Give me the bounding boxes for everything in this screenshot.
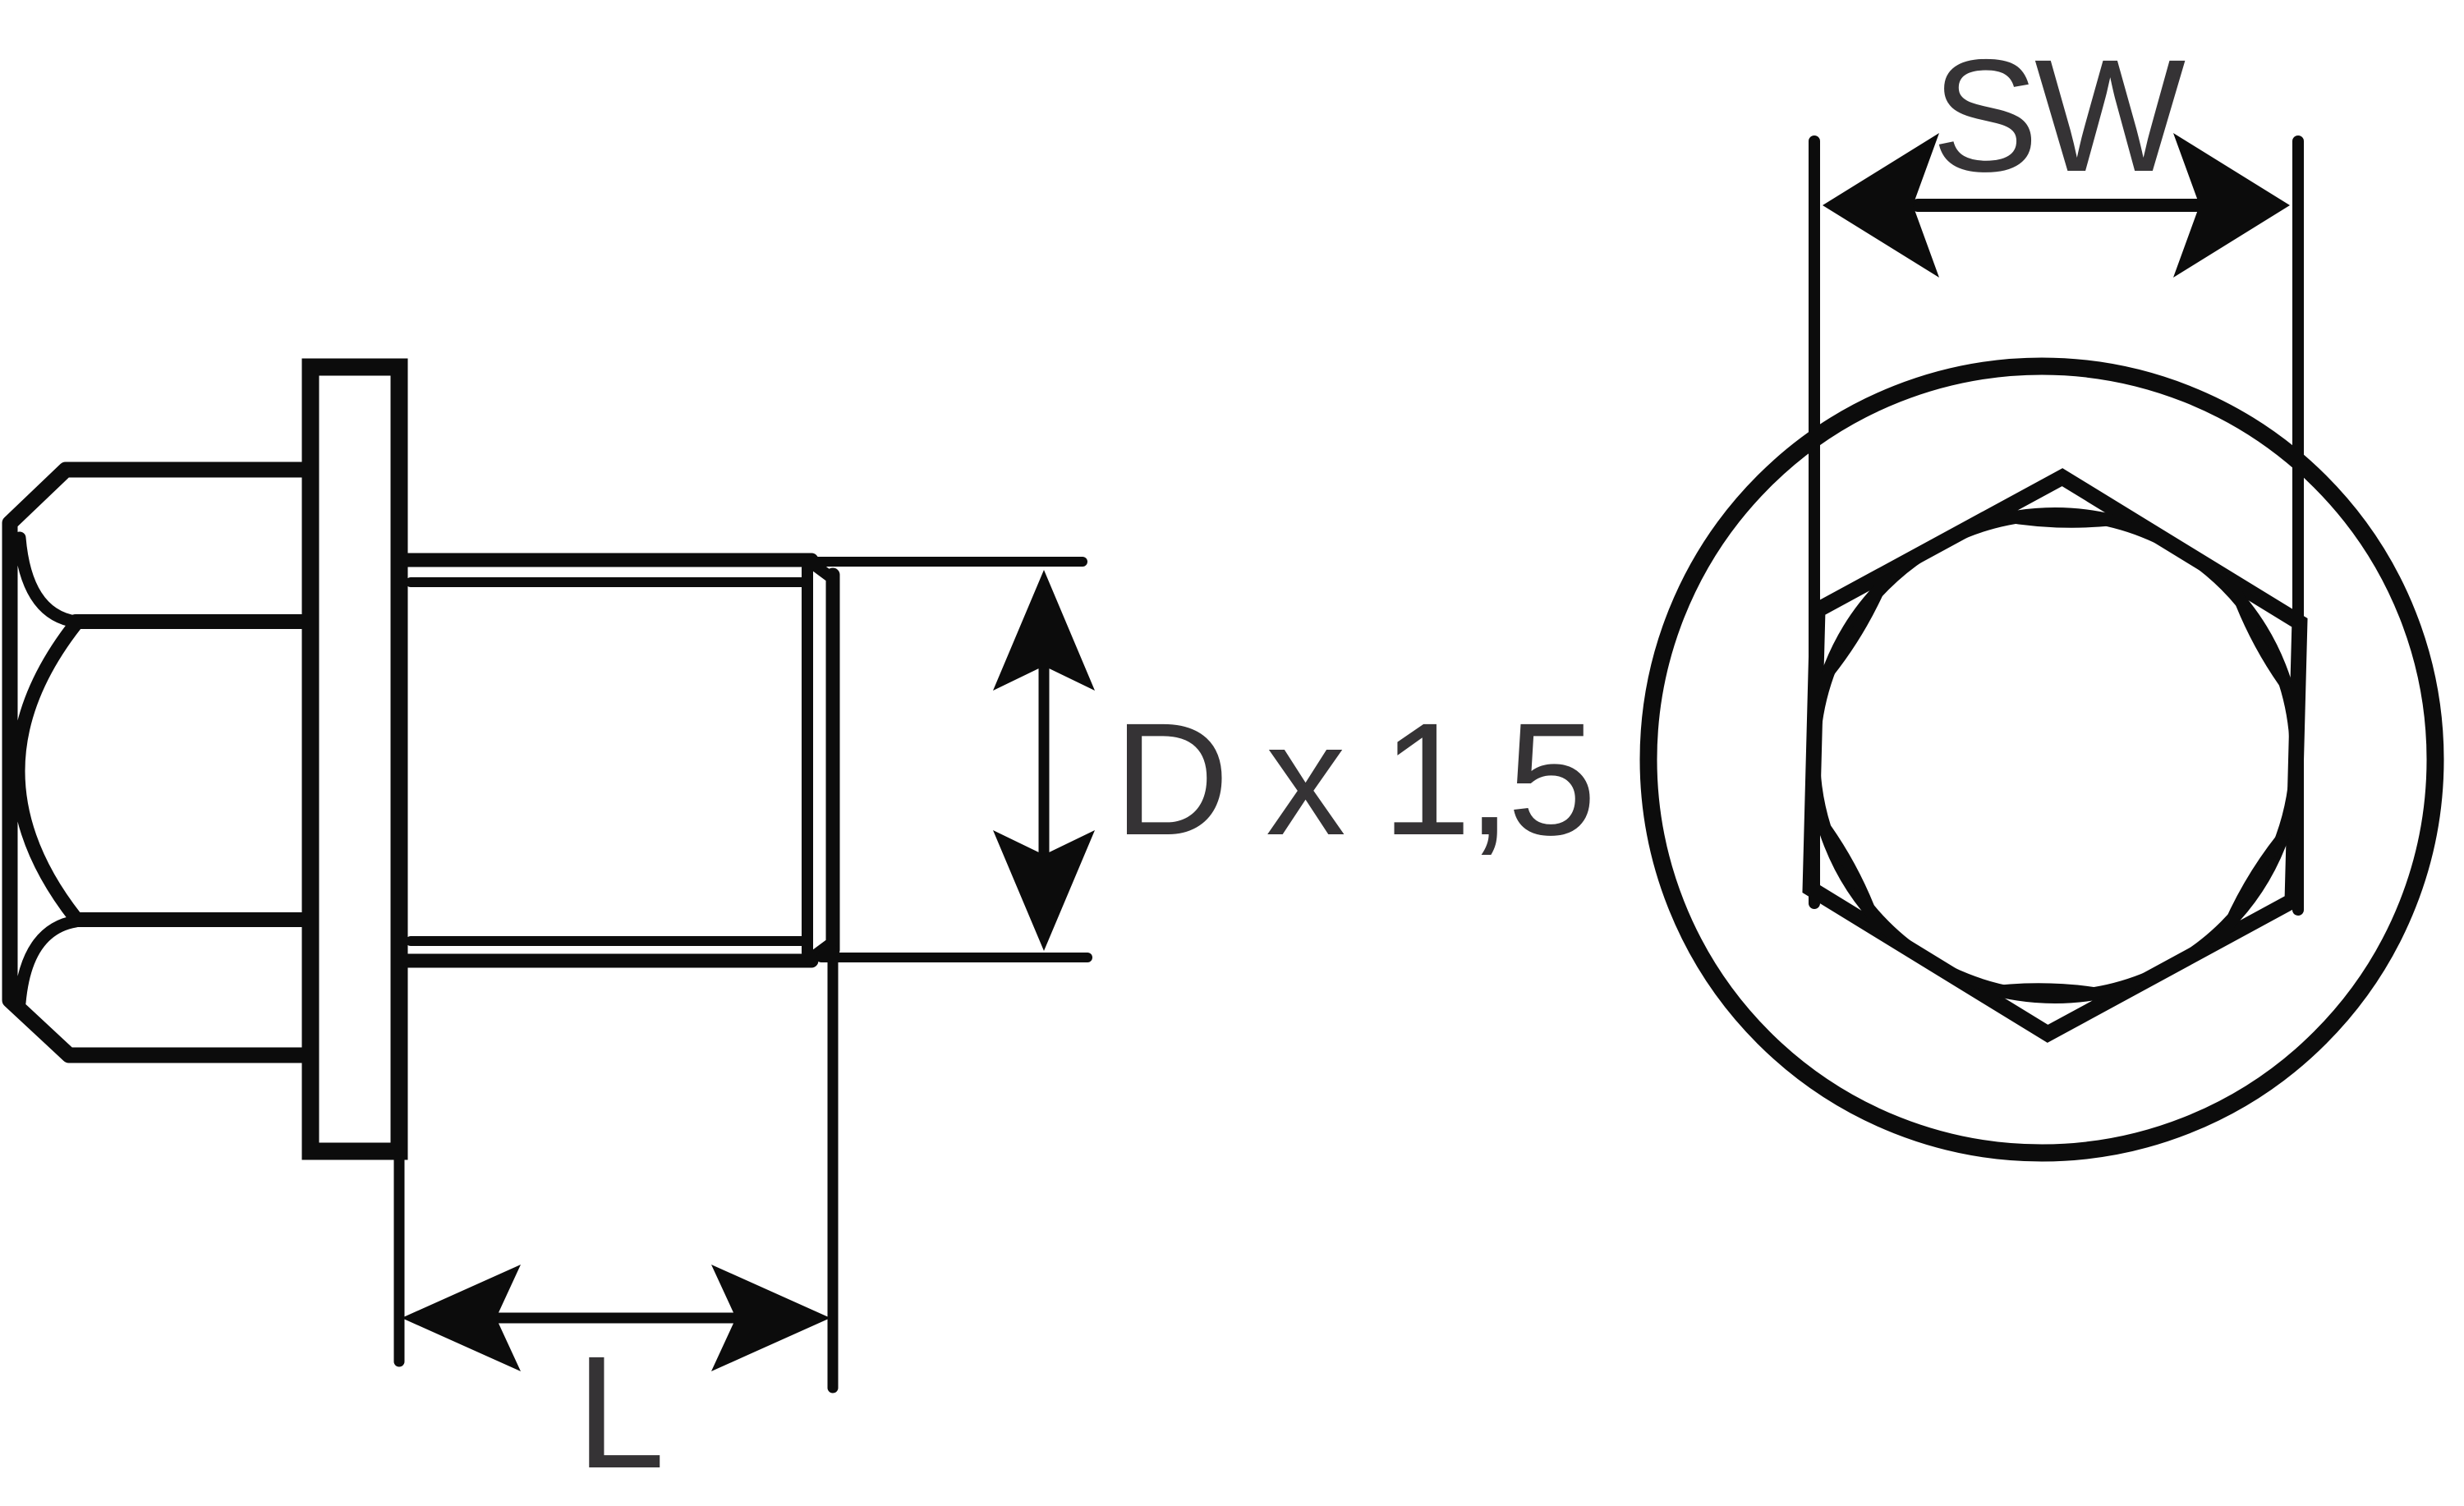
hex-chamfer-arc-lower-right <box>2218 817 2301 944</box>
thread-length-label: L <box>576 1323 660 1502</box>
l-arrowhead-left-icon <box>402 1265 521 1371</box>
hex-chamfer-arc-lower-left <box>1806 804 1883 935</box>
hex-chamfer-arc-upper-left <box>1809 567 1892 694</box>
hex-chamfer-arc-bottom <box>1975 983 2122 1003</box>
front-view: SW <box>1639 26 2444 1162</box>
side-view: D x 1,5 L <box>2 358 1597 1502</box>
flange-washer <box>301 358 408 1160</box>
dimension-d: D x 1,5 <box>804 557 1597 962</box>
wrench-size-label: SW <box>1932 26 2186 205</box>
hex-chamfer-arc-top <box>1988 508 2135 528</box>
l-arrowhead-right-icon <box>711 1265 830 1371</box>
thread-spec-label: D x 1,5 <box>1114 690 1593 869</box>
hex-head-outline <box>2 461 329 1063</box>
hex-outline <box>1802 468 2308 1043</box>
dimension-l: L <box>393 944 839 1502</box>
hex-head-facet-arc-bottom <box>13 915 82 1009</box>
hex-chamfer-arc-upper-right <box>2227 576 2304 707</box>
hex-head-facet-arc-middle <box>11 617 83 925</box>
d-arrowhead-up-icon <box>993 570 1095 691</box>
sw-arrowhead-left-icon <box>1823 133 1939 278</box>
d-arrowhead-down-icon <box>993 830 1095 951</box>
flange-outline-circle <box>1639 357 2444 1162</box>
hex-head-facet-arc-top <box>13 531 82 628</box>
sw-arrowhead-right-icon <box>2173 133 2290 278</box>
dimension-sw: SW <box>1809 26 2304 916</box>
